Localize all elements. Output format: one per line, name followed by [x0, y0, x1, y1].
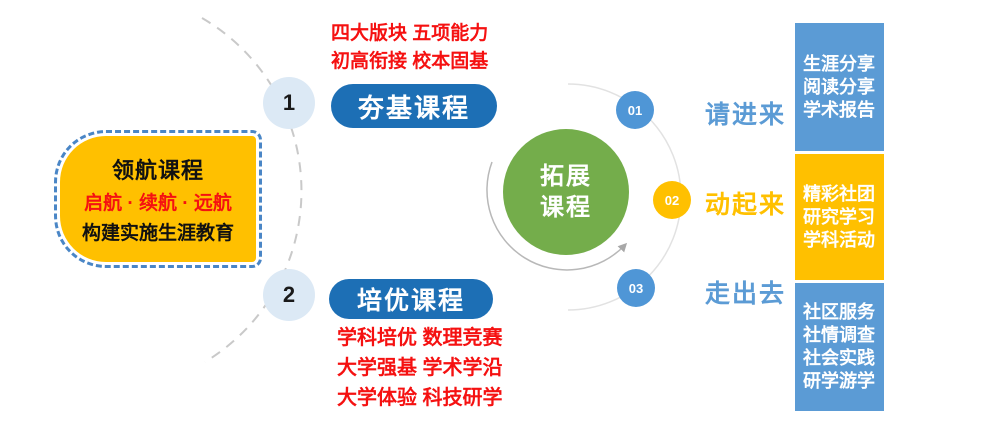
- foundation-course-pill: 夯基课程: [331, 84, 497, 128]
- foundation-course-notes: 四大版块 五项能力 初高衔接 校本固基: [331, 20, 488, 76]
- excellence-course-notes: 学科培优 数理竞赛 大学强基 学术学沿 大学体验 科技研学: [337, 323, 503, 413]
- step-1-number: 1: [282, 90, 296, 115]
- panel-line: 社区服务: [803, 302, 875, 322]
- orbit-badge-01: 01: [616, 91, 654, 129]
- panel-activities: 精彩社团 研究学习 学科活动: [795, 154, 884, 280]
- panel-sharing: 生涯分享 阅读分享 学术报告: [795, 23, 884, 151]
- foundation-note-line: 四大版块 五项能力: [331, 23, 489, 44]
- excellence-note-line: 大学强基 学术学沿: [337, 357, 503, 379]
- step-2-number: 2: [282, 282, 296, 307]
- panel-line: 精彩社团: [803, 183, 875, 204]
- orbit-badge-03-number: 03: [628, 280, 644, 296]
- step-1-badge: 1: [263, 77, 315, 129]
- excellence-course-pill: 培优课程: [329, 279, 493, 319]
- flagship-subtitle: 启航 · 续航 · 远航: [84, 193, 232, 214]
- orbit-label-invite-in: 请进来: [705, 101, 787, 129]
- excellence-note-line: 大学体验 科技研学: [337, 387, 503, 409]
- orbit-label-get-moving: 动起来: [705, 191, 787, 219]
- expansion-course-circle: 拓展 课程: [503, 129, 629, 255]
- flagship-title: 领航课程: [111, 158, 204, 183]
- panel-line: 生涯分享: [803, 53, 875, 74]
- flagship-course-box: 领航课程 启航 · 续航 · 远航 构建实施生涯教育: [54, 130, 262, 268]
- orbit-badge-02: 02: [653, 181, 691, 219]
- panel-line: 研究学习: [803, 206, 875, 227]
- excellence-course-label: 培优课程: [356, 287, 465, 315]
- orbit-badge-02-number: 02: [664, 192, 680, 208]
- orbit-badge-03: 03: [617, 269, 655, 307]
- panel-line: 社会实践: [803, 348, 875, 368]
- panel-line: 阅读分享: [803, 76, 875, 97]
- orbit-badge-01-number: 01: [627, 102, 643, 118]
- flagship-caption: 构建实施生涯教育: [81, 223, 234, 244]
- excellence-note-line: 学科培优 数理竞赛: [337, 327, 503, 349]
- foundation-note-line: 初高衔接 校本固基: [331, 51, 489, 72]
- foundation-course-label: 夯基课程: [357, 92, 470, 123]
- expansion-course-line1: 拓展: [540, 163, 592, 190]
- orbit-label-go-out: 走出去: [705, 280, 787, 308]
- step-2-badge: 2: [263, 269, 315, 321]
- panel-line: 学科活动: [803, 229, 875, 250]
- panel-line: 研学游学: [803, 371, 875, 391]
- panel-practice: 社区服务 社情调查 社会实践 研学游学: [795, 283, 884, 411]
- panel-line: 学术报告: [803, 99, 875, 120]
- panel-line: 社情调查: [803, 325, 875, 345]
- expansion-course-line2: 课程: [540, 194, 592, 221]
